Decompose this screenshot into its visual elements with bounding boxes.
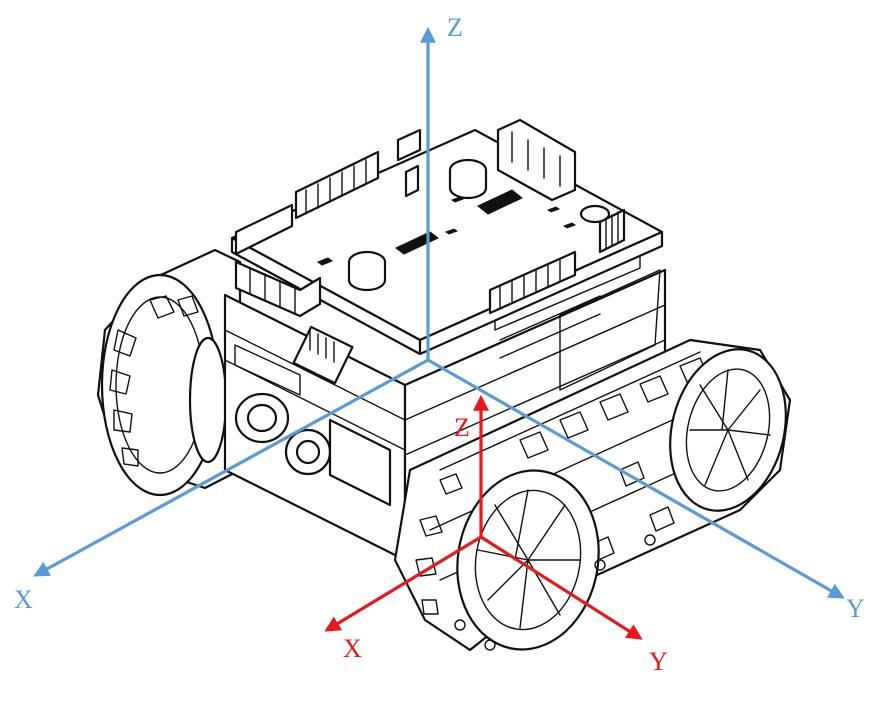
world-z-label: Z <box>447 13 463 42</box>
body-frame: Z X Y <box>324 394 668 676</box>
world-y-label: Y <box>846 594 865 623</box>
world-frame: Z X Y <box>14 13 865 623</box>
body-z-label: Z <box>454 413 470 442</box>
world-x-label: X <box>14 585 33 614</box>
left-track <box>96 248 242 497</box>
right-track <box>393 338 792 652</box>
controller-board <box>230 118 664 356</box>
body-x-label: X <box>343 634 362 663</box>
body-y-label: Y <box>649 647 668 676</box>
world-y-axis <box>427 358 845 599</box>
tracked-robot-illustration <box>96 118 792 652</box>
body-y-axis <box>480 535 643 640</box>
body-x-axis <box>324 535 482 632</box>
world-x-axis <box>33 358 429 577</box>
